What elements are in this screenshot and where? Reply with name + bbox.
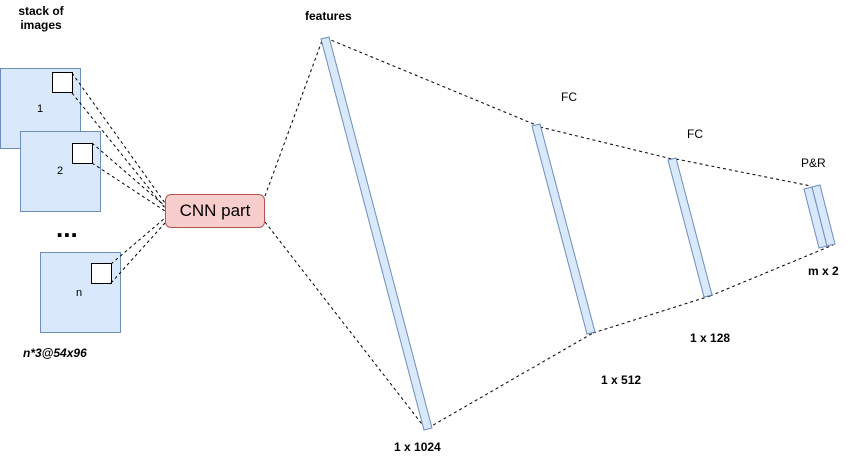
input-image-1-patch: [52, 72, 73, 93]
pr-layer-slab-2: [811, 184, 836, 247]
fc2-label: FC: [687, 127, 703, 141]
image-n-label: n: [76, 287, 83, 299]
layer-connectors: [325, 37, 834, 429]
stack-shape-label: n*3@54x96: [23, 346, 87, 360]
stack-ellipsis: ...: [56, 213, 78, 243]
stack-title: stack of images: [18, 4, 64, 32]
fc2-size-label: 1 x 128: [690, 331, 731, 345]
features-label: features: [305, 9, 352, 23]
fc1-layer-slab: [531, 123, 596, 335]
cnn-label: CNN part: [179, 201, 251, 220]
image-1-label: 1: [37, 103, 44, 115]
fc1-label: FC: [561, 90, 577, 104]
input-image-n-patch: [91, 263, 112, 284]
patch-connectors: [71, 72, 166, 284]
pr-size-label: m x 2: [808, 264, 839, 278]
fc2-layer-slab: [667, 157, 713, 298]
input-image-2-patch: [72, 143, 93, 164]
cnn-connectors: [264, 37, 426, 429]
cnn-block: CNN part: [165, 194, 265, 228]
image-2-label: 2: [57, 165, 64, 177]
fc1-size-label: 1 x 512: [601, 373, 642, 387]
features-size-label: 1 x 1024: [394, 440, 441, 454]
pr-label: P&R: [801, 156, 826, 170]
features-layer-slab: [320, 36, 433, 431]
